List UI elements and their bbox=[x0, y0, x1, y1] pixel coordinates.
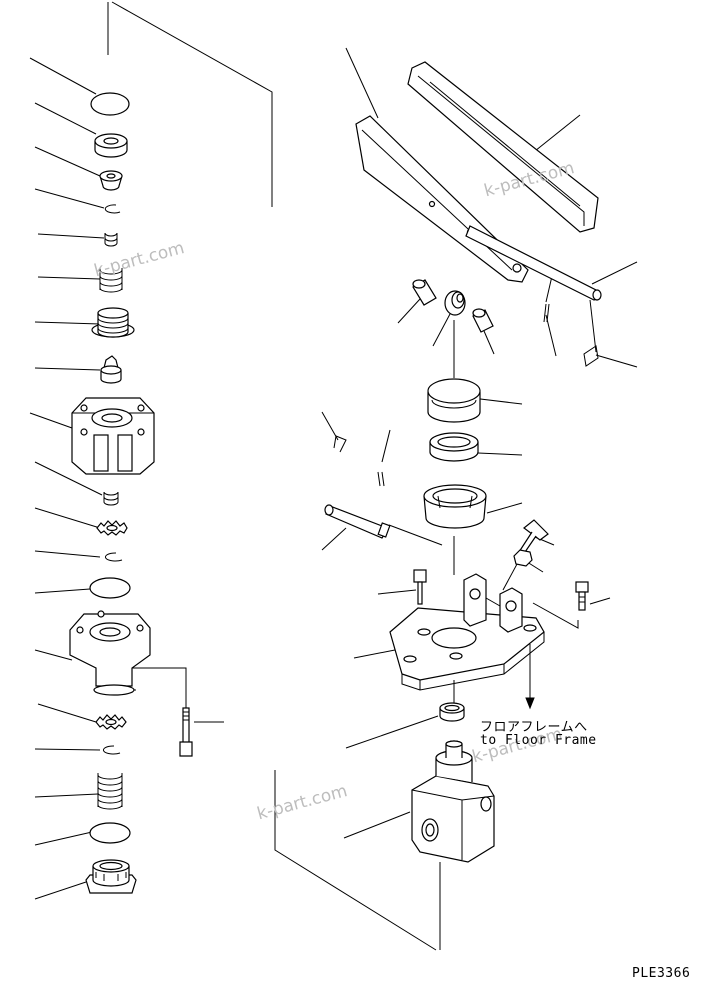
part-pedal-pin bbox=[465, 225, 602, 301]
part-bushing-1 bbox=[412, 279, 437, 306]
part-pedal-pad bbox=[407, 61, 599, 233]
part-collar bbox=[444, 290, 466, 316]
part-pedal-valve-body bbox=[411, 740, 495, 863]
part-small-split-pin bbox=[543, 303, 550, 323]
part-snap-ring-1 bbox=[104, 204, 121, 214]
floor-frame-note-english: to Floor Frame bbox=[480, 733, 597, 748]
part-valve-body-upper bbox=[71, 397, 155, 475]
left-leader-lines bbox=[29, 57, 224, 900]
part-bracket-plate bbox=[389, 573, 545, 691]
left-group-bracket bbox=[107, 1, 273, 710]
part-bushing-2 bbox=[472, 308, 494, 333]
part-o-ring-1 bbox=[89, 577, 131, 599]
part-split-pin-upper bbox=[583, 345, 599, 367]
part-spring-1 bbox=[99, 268, 123, 293]
part-split-pin-mid bbox=[377, 471, 385, 487]
part-lock-washer-2 bbox=[95, 714, 127, 730]
part-cap bbox=[90, 92, 130, 116]
part-snap-ring-2 bbox=[104, 552, 123, 562]
part-spring-2 bbox=[97, 773, 123, 810]
part-clevis-pin bbox=[324, 504, 391, 539]
floor-frame-note-japanese: フロアフレームへ bbox=[480, 720, 588, 735]
part-retainer bbox=[99, 170, 123, 191]
part-retainer-cup bbox=[423, 484, 487, 529]
part-boot bbox=[427, 378, 481, 423]
part-small-spring-2 bbox=[103, 491, 119, 506]
part-small-spring-1 bbox=[104, 232, 118, 247]
right-group-bracket bbox=[274, 320, 579, 951]
part-bolt-left bbox=[413, 569, 427, 605]
part-spring-seat bbox=[91, 307, 135, 338]
part-castle-nut bbox=[85, 859, 137, 894]
part-nut-angled bbox=[513, 549, 533, 567]
part-lock-washer-1 bbox=[96, 520, 128, 536]
part-plunger bbox=[100, 355, 122, 384]
part-o-ring-lower bbox=[439, 702, 465, 722]
part-bolt-right bbox=[575, 581, 589, 611]
part-valve-body-lower bbox=[69, 610, 151, 696]
part-seal-ring bbox=[94, 133, 128, 158]
floor-frame-arrow bbox=[525, 644, 535, 710]
part-split-pin-left bbox=[333, 435, 347, 453]
part-snap-ring-3 bbox=[102, 745, 121, 755]
part-bolt-angled bbox=[518, 519, 549, 556]
part-seal-upper bbox=[429, 432, 479, 462]
figure-code: PLE3366 bbox=[632, 966, 691, 981]
part-bolt-long bbox=[179, 707, 193, 757]
part-o-ring-2 bbox=[89, 822, 131, 844]
